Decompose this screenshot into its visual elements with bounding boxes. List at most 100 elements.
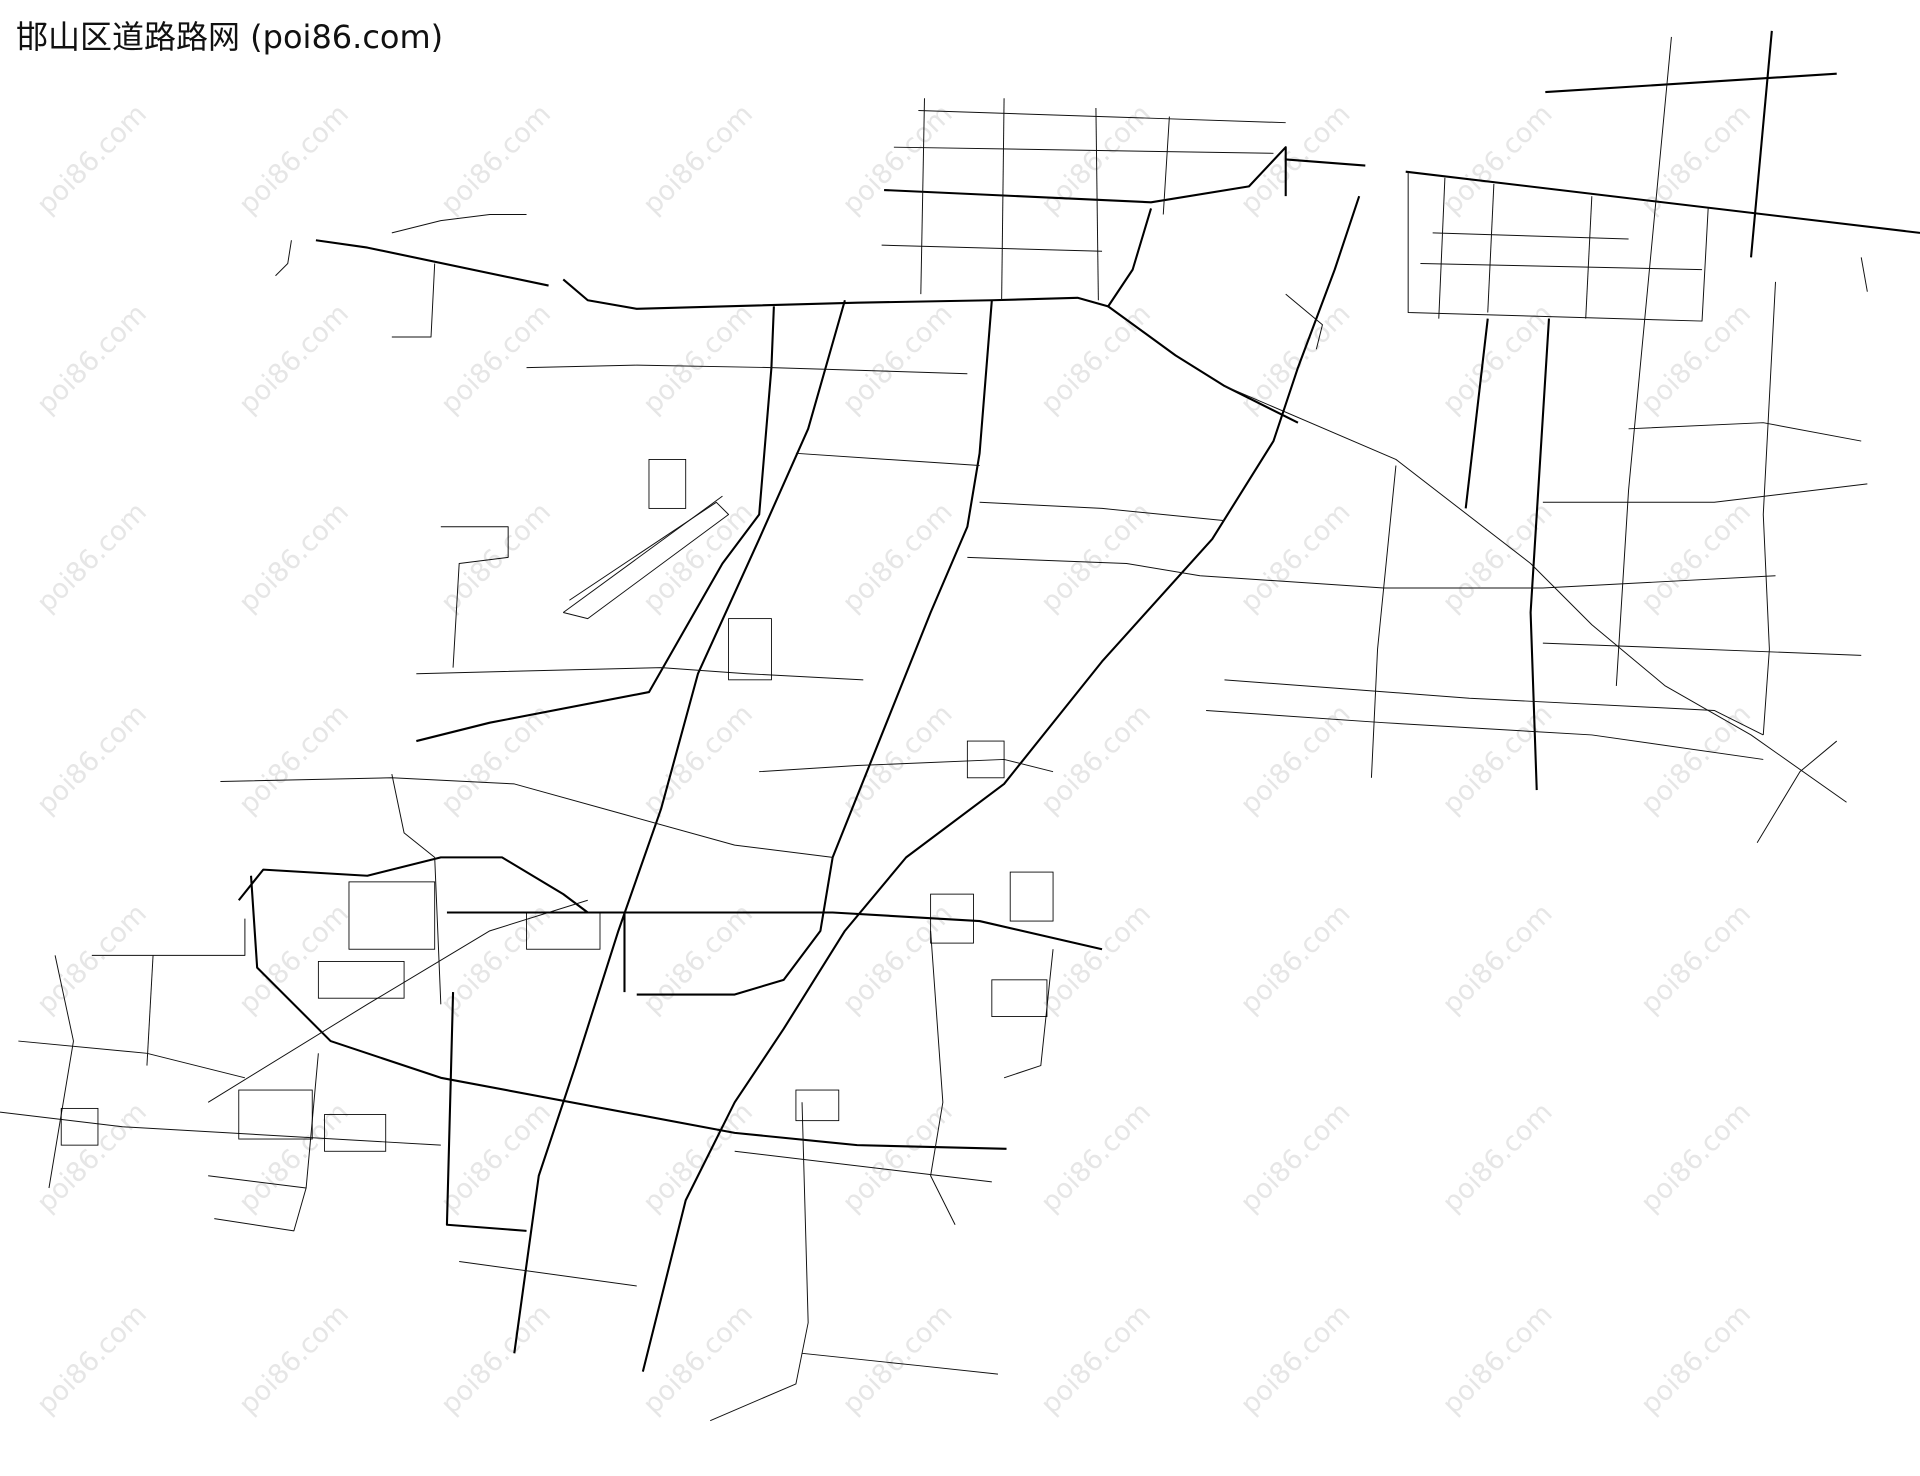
watermark-text: poi86.com — [837, 1299, 959, 1421]
watermark-text: poi86.com — [1437, 898, 1559, 1020]
road — [315, 239, 549, 287]
road — [1628, 422, 1862, 442]
road — [1407, 171, 1709, 322]
road — [1420, 263, 1703, 271]
watermark-text: poi86.com — [31, 699, 153, 821]
road — [1285, 293, 1323, 350]
watermark-text: poi86.com — [31, 298, 153, 420]
road — [884, 146, 1287, 204]
block-grid — [348, 881, 436, 950]
road — [445, 992, 527, 1232]
road — [734, 1150, 992, 1183]
block-grid — [991, 979, 1048, 1018]
watermark-text: poi86.com — [837, 298, 959, 420]
road — [416, 667, 864, 681]
road — [1206, 709, 1764, 760]
watermark-text: poi86.com — [1035, 298, 1157, 420]
watermark-text: poi86.com — [233, 298, 355, 420]
watermark-text: poi86.com — [31, 1299, 153, 1421]
road — [18, 1040, 246, 1079]
watermark-text: poi86.com — [1437, 99, 1559, 221]
watermark-text: poi86.com — [233, 1299, 355, 1421]
watermark-text: poi86.com — [1635, 1097, 1757, 1219]
watermark-text: poi86.com — [1635, 497, 1757, 619]
block-grid — [795, 1089, 840, 1122]
dense-blocks — [60, 459, 1054, 1152]
road — [146, 955, 154, 1066]
watermark-text: poi86.com — [1035, 1299, 1157, 1421]
watermark-text: poi86.com — [31, 1097, 153, 1219]
road — [1285, 158, 1366, 167]
road — [1438, 177, 1446, 319]
road — [1095, 107, 1099, 301]
road — [1370, 465, 1397, 778]
road — [1405, 170, 1920, 234]
road — [918, 109, 1286, 124]
road — [237, 856, 589, 914]
road — [563, 501, 730, 620]
block-grid — [966, 740, 1005, 779]
watermark-text: poi86.com — [1437, 1097, 1559, 1219]
road — [930, 930, 956, 1225]
watermark-text: poi86.com — [837, 99, 959, 221]
block-grid — [728, 618, 772, 681]
watermark-text: poi86.com — [1437, 1299, 1559, 1421]
watermark-text: poi86.com — [837, 497, 959, 619]
road — [1224, 385, 1847, 803]
road — [1107, 208, 1299, 424]
watermark-text: poi86.com — [435, 497, 557, 619]
road — [446, 911, 1103, 951]
road — [391, 263, 436, 338]
watermark-text: poi86.com — [1635, 298, 1757, 420]
road — [562, 278, 1109, 310]
watermark-text: poi86.com — [233, 99, 355, 221]
major-roads — [0, 30, 1920, 1422]
road — [1762, 281, 1776, 735]
watermark-text: poi86.com — [233, 497, 355, 619]
watermark-text: poi86.com — [435, 1097, 557, 1219]
watermark-text: poi86.com — [637, 898, 759, 1020]
watermark-text: poi86.com — [31, 497, 153, 619]
watermark-text: poi86.com — [1635, 898, 1757, 1020]
road — [48, 955, 74, 1189]
road — [641, 195, 1361, 1372]
block-grid — [1009, 871, 1054, 922]
watermark-text: poi86.com — [1235, 1299, 1357, 1421]
watermark-text: poi86.com — [233, 699, 355, 821]
road — [249, 875, 1007, 1150]
block-grid — [238, 1089, 313, 1140]
road — [526, 364, 968, 375]
road — [220, 777, 833, 858]
watermark-text: poi86.com — [1235, 1097, 1357, 1219]
road — [979, 501, 1225, 522]
road — [759, 758, 1054, 773]
watermark-text: poi86.com — [435, 99, 557, 221]
road — [1615, 36, 1672, 686]
watermark-text: poi86.com — [435, 1299, 557, 1421]
road — [440, 526, 509, 668]
block-grid — [324, 1114, 387, 1152]
block-grid — [526, 912, 601, 950]
road — [967, 556, 1776, 589]
block-grid — [648, 459, 687, 509]
road — [920, 98, 925, 295]
watermark-text: poi86.com — [233, 898, 355, 1020]
road — [795, 452, 980, 467]
road — [1224, 679, 1764, 736]
block-grid — [317, 961, 405, 999]
road — [1529, 318, 1551, 791]
road — [459, 1260, 637, 1287]
road — [1585, 196, 1593, 319]
road — [1542, 483, 1868, 503]
watermark-text: poi86.com — [637, 298, 759, 420]
watermark-text: poi86.com — [1035, 497, 1157, 619]
watermark-text: poi86.com — [1035, 699, 1157, 821]
road — [1487, 183, 1495, 313]
road — [1749, 30, 1773, 258]
road — [1542, 642, 1862, 656]
watermark-text: poi86.com — [1437, 699, 1559, 821]
road — [1860, 257, 1868, 292]
watermark-text: poi86.com — [1035, 1097, 1157, 1219]
road — [1432, 232, 1629, 240]
